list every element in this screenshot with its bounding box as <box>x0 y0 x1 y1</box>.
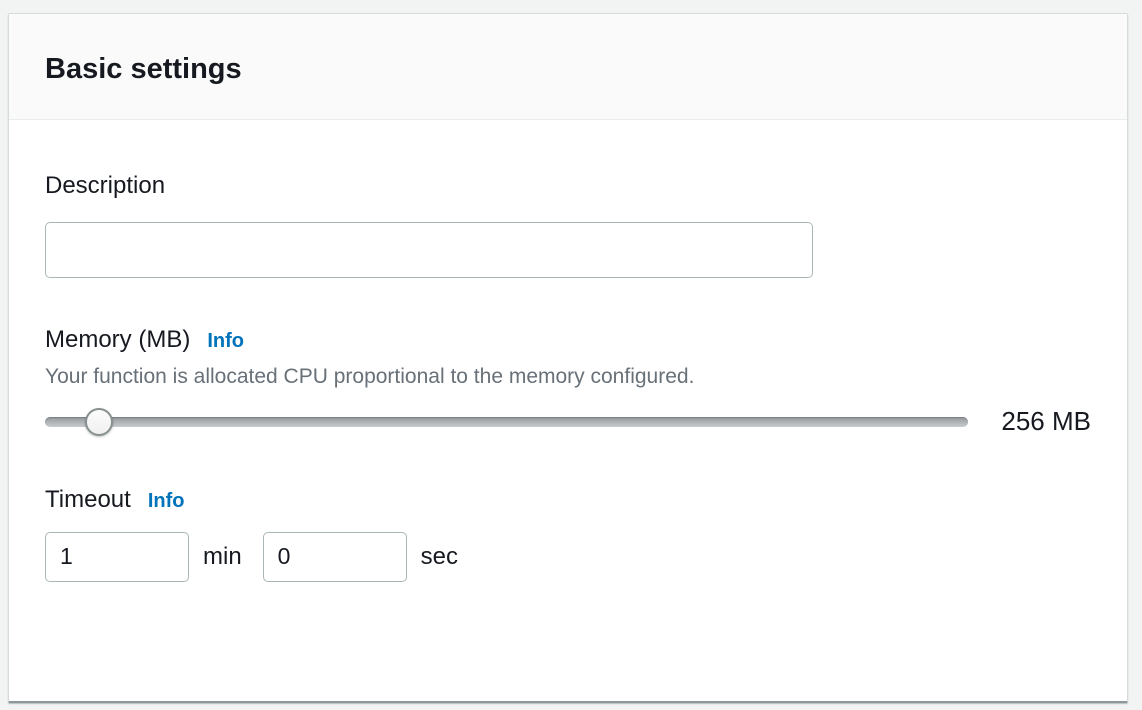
memory-slider[interactable] <box>45 404 969 440</box>
memory-info-link[interactable]: Info <box>207 329 244 352</box>
timeout-minutes-input[interactable] <box>45 531 189 582</box>
memory-slider-row: 256 MB <box>45 404 1091 440</box>
description-label: Description <box>45 171 166 199</box>
memory-help-text: Your function is allocated CPU proportio… <box>45 364 695 388</box>
timeout-inputs-row: min sec <box>45 531 1091 582</box>
timeout-label-row: Timeout Info <box>45 484 1091 516</box>
card-title: Basic settings <box>45 53 242 85</box>
description-input[interactable] <box>45 221 813 278</box>
basic-settings-card: Basic settings Description Memory (MB) I… <box>8 13 1128 703</box>
timeout-minutes-unit: min <box>203 542 242 570</box>
memory-slider-thumb[interactable] <box>84 407 113 436</box>
timeout-label: Timeout <box>45 485 131 513</box>
memory-slider-track[interactable] <box>45 416 969 427</box>
timeout-seconds-unit: sec <box>420 542 459 570</box>
card-header: Basic settings <box>9 14 1127 120</box>
memory-value: 256 MB <box>1001 406 1091 437</box>
memory-label-row: Memory (MB) Info <box>45 324 1091 356</box>
card-body: Description Memory (MB) Info Your functi… <box>9 170 1127 582</box>
timeout-info-link[interactable]: Info <box>147 489 185 512</box>
timeout-seconds-input[interactable] <box>262 531 407 582</box>
memory-label: Memory (MB) <box>45 325 191 353</box>
